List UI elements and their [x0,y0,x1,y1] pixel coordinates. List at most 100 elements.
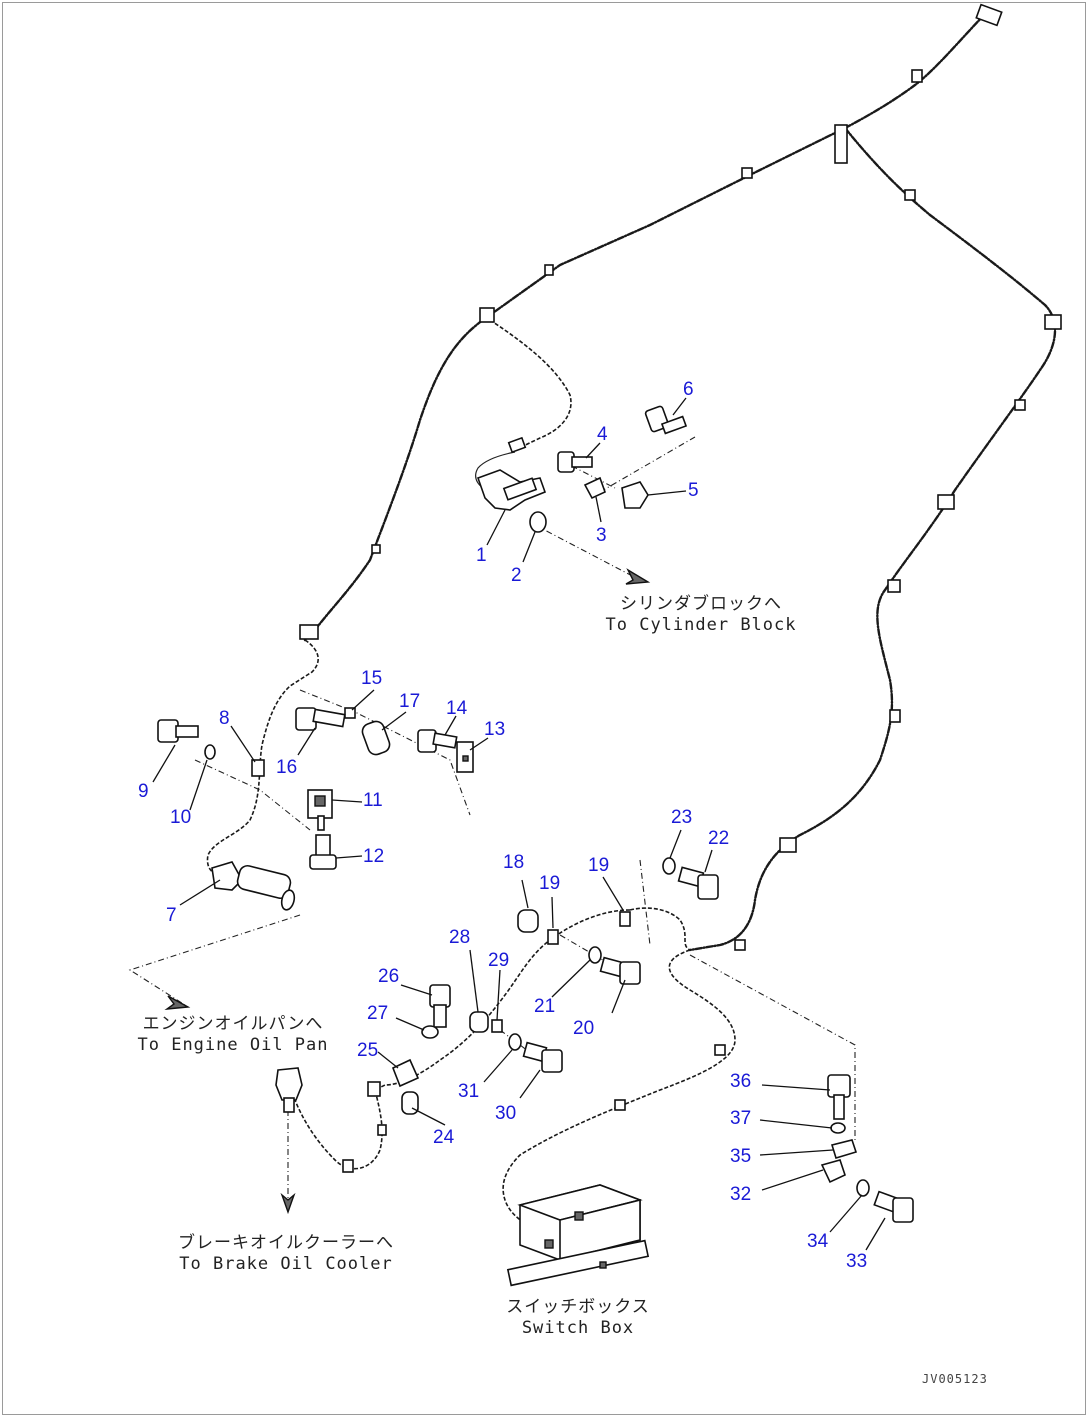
bolt-14 [417,729,458,753]
callout-12: 12 [363,846,385,867]
callout-9: 9 [138,781,149,802]
bolt-30 [522,1041,563,1073]
branch-harness-2 [629,907,691,951]
clamp-11 [307,789,333,831]
callout-3: 3 [596,525,607,546]
callout-23: 23 [671,807,693,828]
callout-22: 22 [708,828,730,849]
callout-2: 2 [511,565,522,586]
callout-34: 34 [807,1231,829,1252]
dest-switch-box: スイッチボックス Switch Box [500,1297,656,1340]
plate-35 [830,1139,858,1159]
main-harness [303,12,987,642]
callout-21: 21 [534,996,556,1017]
washer-10 [204,744,216,760]
callout-20: 20 [573,1018,595,1039]
bolt-16 [295,707,346,731]
callout-18: 18 [503,852,525,873]
sensor-harness-1 [489,319,572,451]
dest-switch-box-en: Switch Box [521,1318,635,1339]
brake-cooler-sensor [275,1067,303,1113]
callout-19a: 19 [539,873,561,894]
callout-leaders [152,397,886,1251]
callout-7: 7 [166,905,177,926]
clip-19b [619,911,631,927]
washer-21 [588,946,602,964]
bolt-4 [557,451,593,473]
dest-engine-oil-pan-en: To Engine Oil Pan [137,1035,329,1056]
callout-27: 27 [367,1003,389,1024]
clamp-32 [820,1159,846,1184]
callout-33: 33 [846,1251,868,1272]
branch-harness [294,909,631,1170]
clip-29 [491,1019,503,1033]
assembly-line-23 [639,859,651,946]
callout-8: 8 [219,708,230,729]
clip-15 [344,707,356,719]
spacer-28 [469,1011,489,1033]
bracket-13 [456,741,474,773]
callout-29: 29 [488,950,510,971]
washer-31 [508,1033,522,1051]
assembly-line-6 [599,436,696,493]
arrow-to-brake-cooler [280,1192,296,1215]
washer-37 [830,1122,846,1134]
bolt-6 [644,405,688,435]
washer-27 [421,1025,439,1039]
bolt-9 [157,719,199,743]
o-ring-2 [529,511,547,533]
assembly-line-32 [689,954,856,1140]
dest-brake-oil-cooler-en: To Brake Oil Cooler [179,1254,393,1275]
callout-5: 5 [688,480,699,501]
dest-cylinder-block-en: To Cylinder Block [605,615,797,636]
bolt-36 [827,1074,851,1120]
spacer-24 [401,1091,419,1115]
assembly-line-4 [559,459,616,489]
bolt-12 [309,834,337,870]
callout-32: 32 [730,1184,752,1205]
callout-4: 4 [597,424,608,445]
callout-15: 15 [361,668,383,689]
harness-clips [299,3,1062,1111]
assembly-line-cylinder [534,524,641,581]
callout-17: 17 [399,691,421,712]
clip-19a [547,929,559,945]
dest-cylinder-block: シリンダブロックへ To Cylinder Block [598,594,804,637]
sensor-7 [211,861,296,911]
left-harness [206,639,319,877]
callout-1: 1 [476,545,487,566]
callout-35: 35 [730,1146,752,1167]
sensor-1 [476,436,547,511]
clip-8 [251,759,265,777]
dest-engine-oil-pan-jp: エンジンオイルパンへ [142,1014,324,1034]
washer-34 [856,1179,870,1197]
bolt-20 [599,956,641,985]
clip-3 [583,476,606,500]
callout-30: 30 [495,1103,517,1124]
bolt-33 [873,1190,914,1223]
clip-25 [391,1058,420,1088]
spacer-18 [517,909,539,933]
drawing-code: JV005123 [922,1372,988,1386]
callout-13: 13 [484,719,506,740]
assembly-line-oilpan [128,914,301,1006]
callout-36: 36 [730,1071,752,1092]
callout-10: 10 [170,807,192,828]
dest-engine-oil-pan: エンジンオイルパンへ To Engine Oil Pan [130,1014,336,1057]
callout-14: 14 [446,698,468,719]
callout-25: 25 [357,1040,379,1061]
callout-31: 31 [458,1081,480,1102]
clip-lower [342,1159,354,1173]
arrow-to-oil-pan [164,995,191,1010]
callout-26: 26 [378,966,400,987]
callout-11: 11 [363,790,383,811]
switch-box [506,1184,650,1287]
dest-switch-box-jp: スイッチボックス [506,1297,650,1317]
callout-24: 24 [433,1127,455,1148]
clip-lower-2 [377,1124,387,1136]
lower-harness [502,949,736,1231]
dest-brake-oil-cooler: ブレーキオイルクーラーへ To Brake Oil Cooler [168,1233,404,1276]
clip-near-25 [367,1081,381,1097]
